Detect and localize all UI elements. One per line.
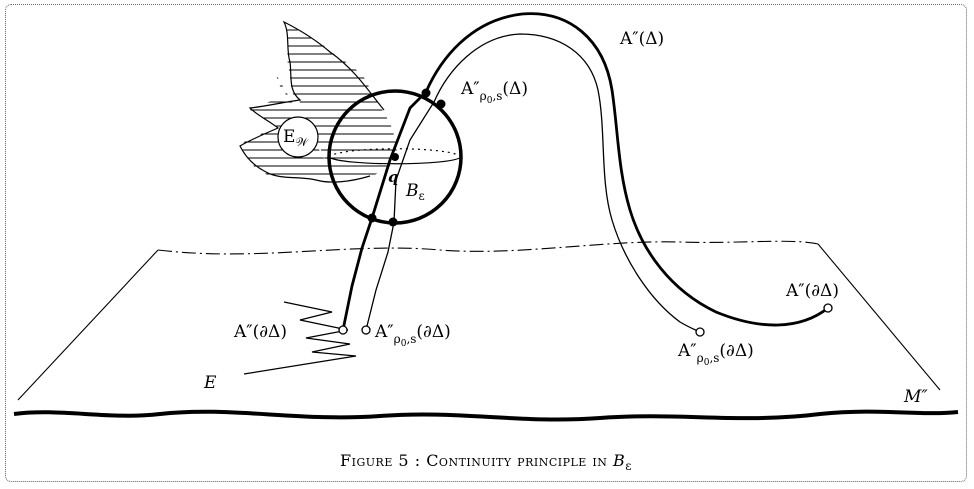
label-a-delta-top: A″(Δ) — [619, 29, 664, 49]
zigzag-e — [243, 301, 357, 375]
label-b-eps: Bε — [405, 181, 425, 203]
figure-frame — [5, 4, 967, 482]
hatched-region-ew — [239, 20, 397, 183]
open-endpoints — [338, 303, 833, 337]
label-q: q — [388, 168, 399, 186]
intersection-points — [367, 88, 446, 227]
label-a-rho-partial-right: A″ρ0,s(∂Δ) — [677, 341, 754, 368]
curve-a-delta — [341, 12, 829, 331]
label-m: M″ — [903, 387, 928, 407]
label-a-rho-partial-left: A″ρ0,s(∂Δ) — [374, 322, 451, 349]
figure-caption: Figure 5 : Continuity principle in Bε — [340, 451, 632, 473]
label-a-rho-delta: A″ρ0,s(Δ) — [460, 79, 528, 106]
label-a-partial-left: A″(∂Δ) — [233, 322, 287, 342]
label-e: E — [203, 373, 217, 393]
curve-a-rho-delta — [365, 33, 701, 333]
label-a-partial-right: A″(∂Δ) — [785, 281, 839, 301]
surface-m — [13, 240, 959, 422]
ew-label-circle — [277, 116, 319, 158]
label-e-w: E𝒲 — [283, 127, 309, 149]
